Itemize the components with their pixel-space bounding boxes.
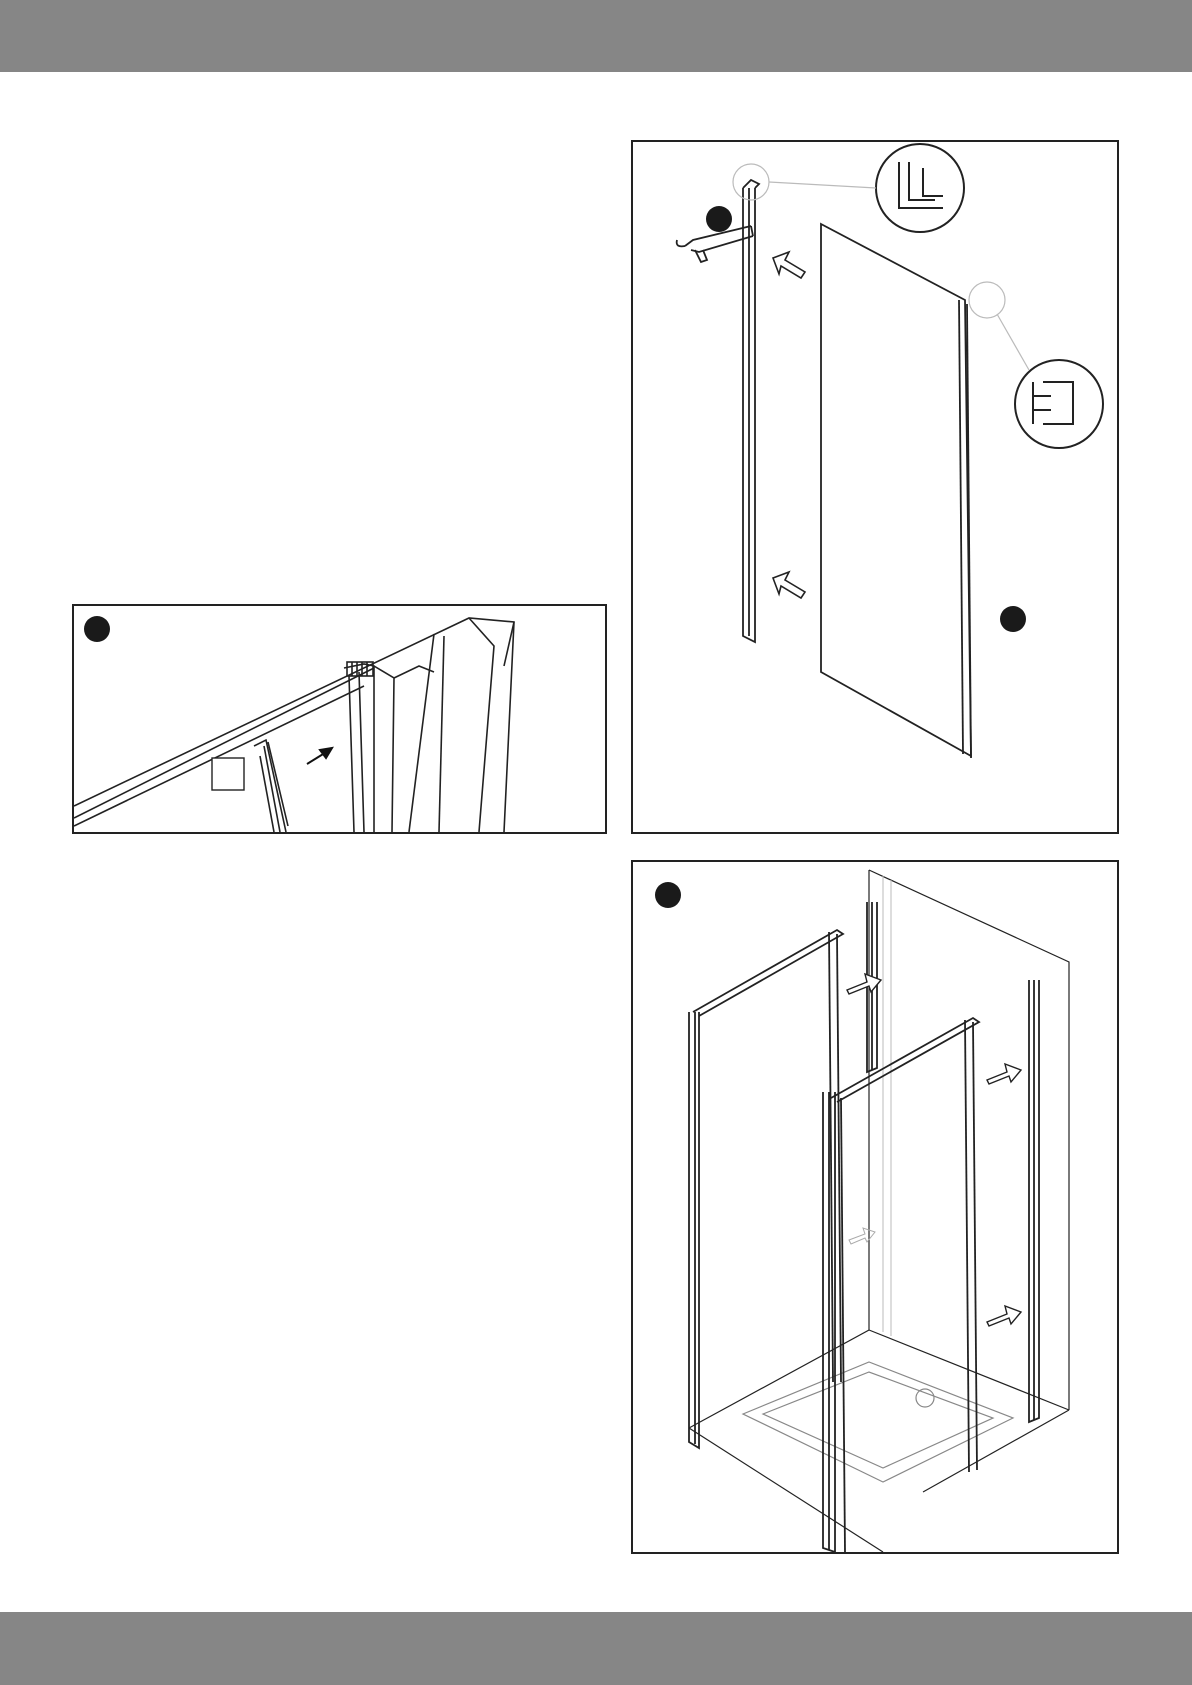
header-band	[0, 0, 1192, 72]
enclosure-illustration	[633, 862, 1117, 1552]
enclosure-panel	[631, 860, 1119, 1554]
footer-band	[0, 1612, 1192, 1685]
seal-profile-illustration	[74, 606, 605, 832]
wall-profile-panel	[631, 140, 1119, 834]
wall-profile-illustration	[633, 142, 1117, 832]
seal-detail-panel	[72, 604, 607, 834]
